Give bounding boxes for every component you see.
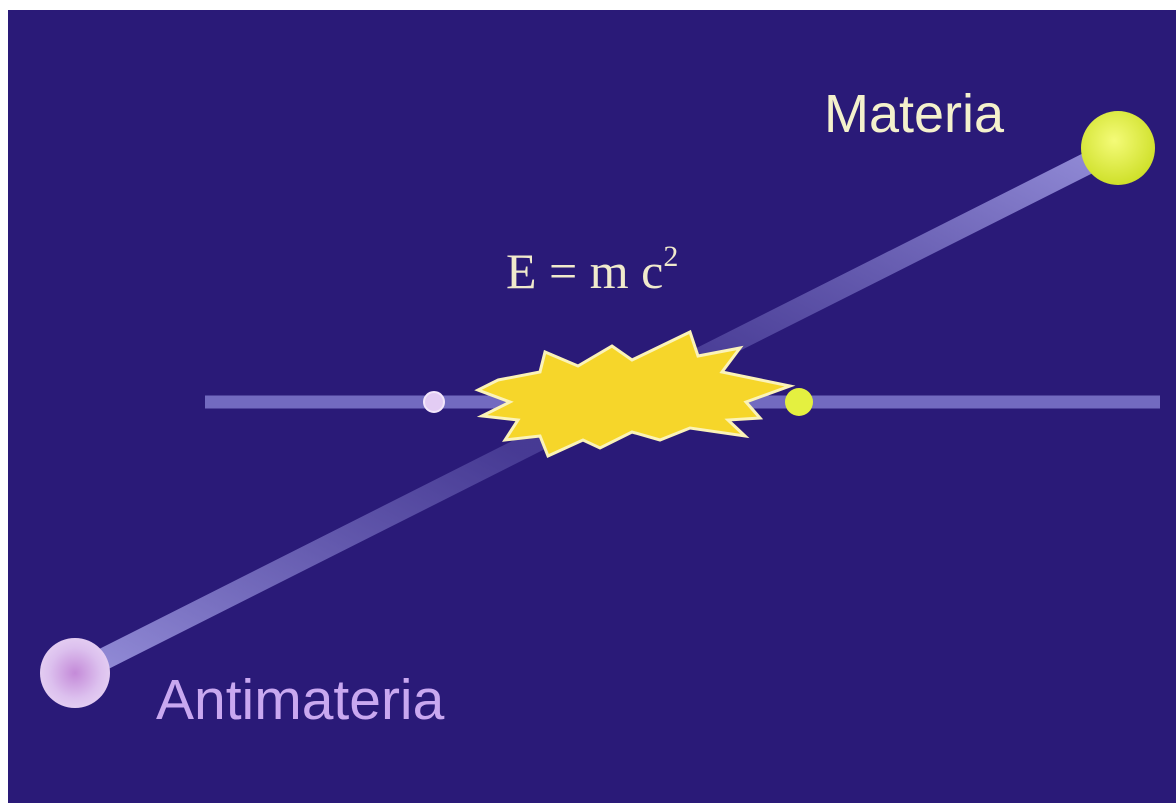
equation-base: E = m c [506,243,663,299]
small-antimatter-particle [423,391,445,413]
equation-exponent: 2 [663,240,678,273]
materia-label: Materia [824,84,1005,144]
antimateria-label: Antimateria [156,668,445,732]
antimatter-particle-icon [40,638,110,708]
matter-particle-icon [1081,111,1155,185]
annihilation-burst-icon [474,329,796,459]
small-matter-particle [785,388,813,416]
equation: E = m c2 [506,240,678,299]
